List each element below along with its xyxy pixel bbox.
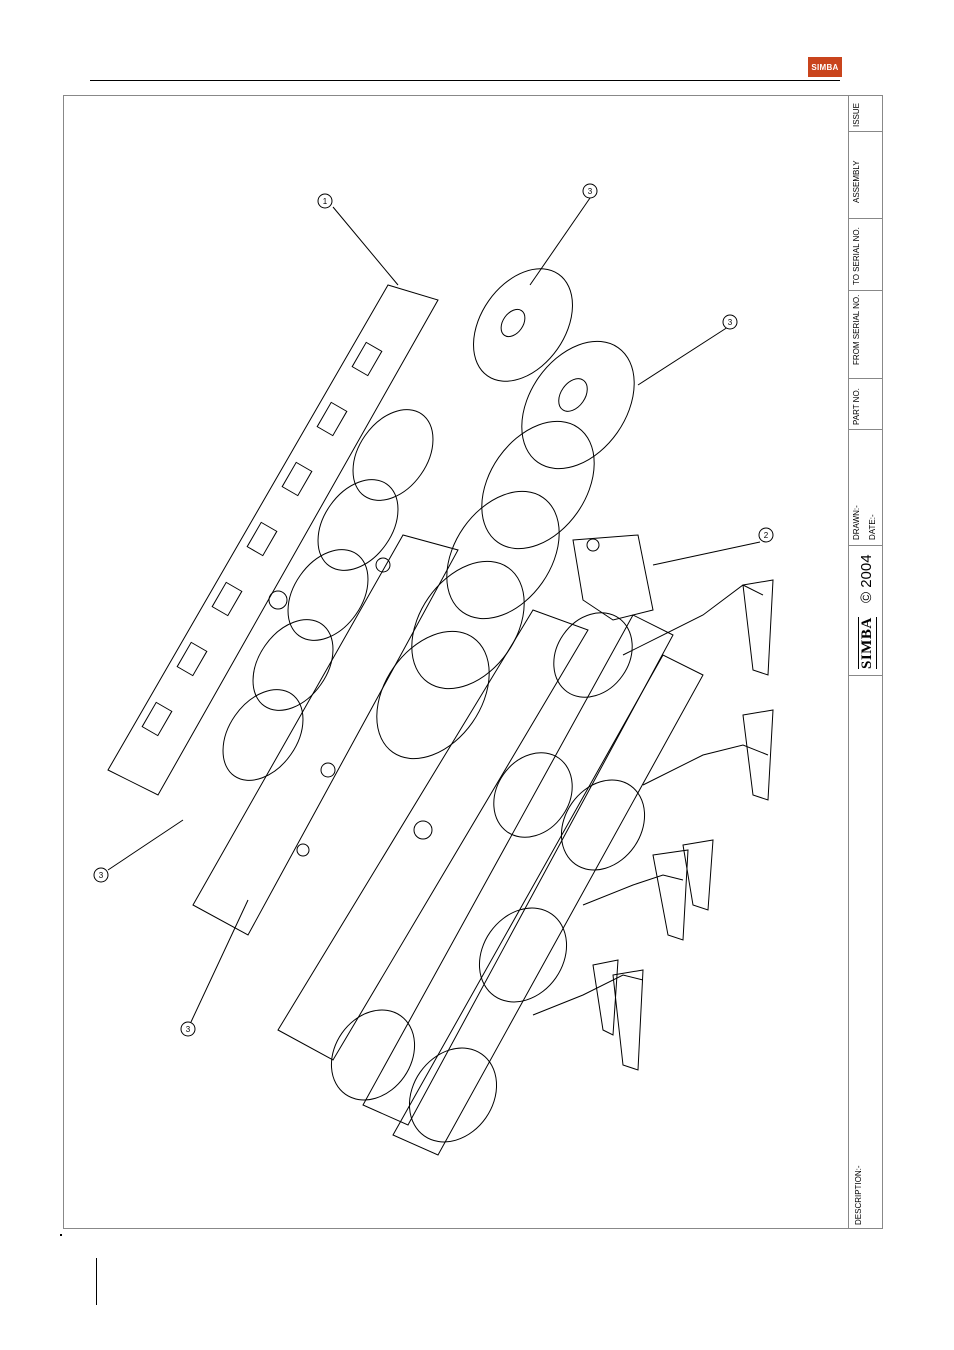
title-block: ISSUE ASSEMBLY TO SERIAL NO. FROM SERIAL… xyxy=(848,95,883,1229)
footer-rule xyxy=(96,1258,97,1305)
pivot-points xyxy=(269,539,599,856)
callout-3-right: 3 xyxy=(723,315,737,329)
mounting-plate xyxy=(573,535,653,620)
to-serial-label: TO SERIAL NO. xyxy=(852,227,861,285)
title-brand: SIMBA xyxy=(858,617,877,669)
date-label: DATE:- xyxy=(868,514,877,540)
callout-3-right-text: 3 xyxy=(728,318,733,327)
callout-3-top: 3 xyxy=(583,184,597,198)
assembly-label: ASSEMBLY xyxy=(852,160,861,203)
part-no-label: PART NO. xyxy=(852,388,861,425)
copyright-text: © 2004 xyxy=(858,554,875,603)
brand-logo: SIMBA xyxy=(808,57,842,77)
header-rule xyxy=(90,80,840,81)
from-serial-label: FROM SERIAL NO. xyxy=(852,295,861,365)
drawn-label: DRAWN:- xyxy=(852,505,861,540)
callout-1-text: 1 xyxy=(323,197,328,206)
description-label: DESCRIPTION:- xyxy=(854,1165,863,1225)
tine-legs xyxy=(533,580,773,1070)
brand-logo-text: SIMBA xyxy=(811,63,838,72)
callout-2-text: 2 xyxy=(764,531,769,540)
disc-gang-front xyxy=(354,250,658,780)
callout-3-bottom-text: 3 xyxy=(186,1025,191,1034)
assembly-drawing: 1 3 3 2 3 3 xyxy=(63,95,843,1229)
leader-lines xyxy=(108,198,760,1022)
issue-label: ISSUE xyxy=(852,103,861,127)
callout-3-left-text: 3 xyxy=(99,871,104,880)
callout-2: 2 xyxy=(759,528,773,542)
callouts: 1 3 3 2 3 3 xyxy=(94,184,773,1036)
callout-1: 1 xyxy=(318,194,332,208)
corner-mark xyxy=(60,1234,62,1236)
callout-3-left: 3 xyxy=(94,868,108,882)
callout-3-top-text: 3 xyxy=(588,187,593,196)
beam-brackets xyxy=(142,342,382,735)
callout-3-bottom: 3 xyxy=(181,1022,195,1036)
disc-gang-rear xyxy=(206,395,449,796)
